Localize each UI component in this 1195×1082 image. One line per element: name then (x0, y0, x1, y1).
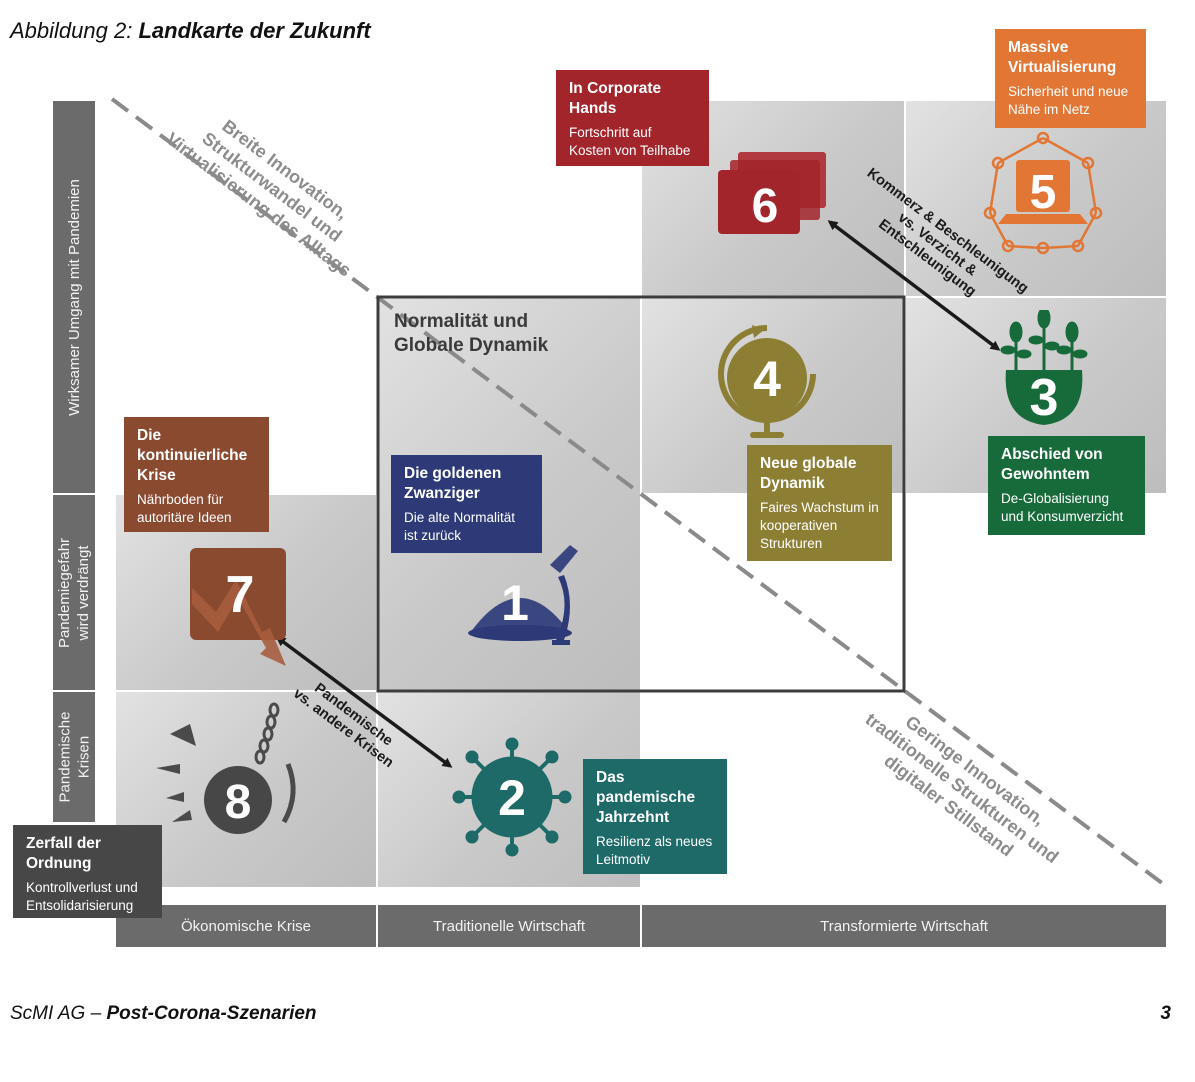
scenario-8-number: 8 (225, 776, 252, 829)
scenario-4-number: 4 (753, 351, 781, 407)
party-hat-icon: 1 (460, 535, 590, 655)
footer-left: ScMI AG – Post-Corona-Szenarien (10, 1003, 317, 1025)
wallet-icon: 6 (712, 148, 832, 238)
scenario-6-box: In Corporate Hands Fortschritt auf Koste… (556, 70, 709, 166)
scenario-8-box: Zerfall der Ordnung Kontrollverlust und … (13, 825, 162, 918)
scenario-5-box: Massive Virtualisierung Sicherheit und n… (995, 29, 1146, 128)
scenario-1-title: Die goldenen Zwanziger (404, 464, 530, 504)
scenario-1-desc: Die alte Normalität ist zurück (404, 509, 530, 545)
scenario-2-box: Das pandemische Jahrzehnt Resilienz als … (583, 759, 727, 874)
footer-org: ScMI AG – (10, 1003, 101, 1024)
scenario-6-number: 6 (752, 180, 779, 233)
scenario-3-desc: De-Globalisierung und Konsumverzicht (1001, 490, 1133, 526)
scenario-8-title: Zerfall der Ordnung (26, 834, 150, 874)
scenario-6-desc: Fortschritt auf Kosten von Teilhabe (569, 124, 697, 160)
scenario-4-title: Neue globale Dynamik (760, 454, 880, 494)
virus-icon: 2 (452, 737, 572, 857)
scenario-7-number: 7 (226, 566, 255, 624)
scenario-5-number: 5 (1030, 166, 1057, 219)
scenario-8-desc: Kontrollverlust und Entsolidarisierung (26, 879, 150, 915)
center-frame-title: Normalität und Globale Dynamik (394, 310, 548, 358)
scenario-2-number: 2 (498, 770, 526, 826)
scenario-5-title: Massive Virtualisierung (1008, 38, 1134, 78)
scenario-2-desc: Resilienz als neues Leitmotiv (596, 833, 715, 869)
center-frame-title-line-1: Normalität und (394, 310, 548, 334)
scenario-7-box: Die kontinuierliche Krise Nährboden für … (124, 417, 269, 532)
scenario-4-desc: Faires Wachstum in kooperativen Struktur… (760, 499, 880, 553)
plants-pot-icon: 3 (996, 310, 1096, 430)
scenario-3-title: Abschied von Gewohntem (1001, 445, 1133, 485)
page-number: 3 (1160, 1003, 1171, 1025)
scenario-1-number: 1 (501, 575, 529, 631)
scenario-7-desc: Nährboden für autoritäre Ideen (137, 491, 257, 527)
scenario-3-number: 3 (1030, 369, 1059, 427)
footer-doc-title: Post-Corona-Szenarien (106, 1003, 316, 1024)
globe-icon: 4 (712, 320, 822, 445)
center-frame-title-line-2: Globale Dynamik (394, 334, 548, 358)
scenario-4-box: Neue globale Dynamik Faires Wachstum in … (747, 445, 892, 561)
scenario-7-title: Die kontinuierliche Krise (137, 426, 257, 486)
scenario-5-desc: Sicherheit und neue Nähe im Netz (1008, 83, 1134, 119)
network-laptop-icon: 5 (978, 128, 1108, 256)
scenario-6-title: In Corporate Hands (569, 79, 697, 119)
downtrend-chart-icon: 7 (186, 544, 296, 674)
wrecking-ball-icon: 8 (150, 702, 310, 837)
scenario-2-title: Das pandemische Jahrzehnt (596, 768, 715, 828)
scenario-1-box: Die goldenen Zwanziger Die alte Normalit… (391, 455, 542, 553)
scenario-3-box: Abschied von Gewohntem De-Globalisierung… (988, 436, 1145, 535)
